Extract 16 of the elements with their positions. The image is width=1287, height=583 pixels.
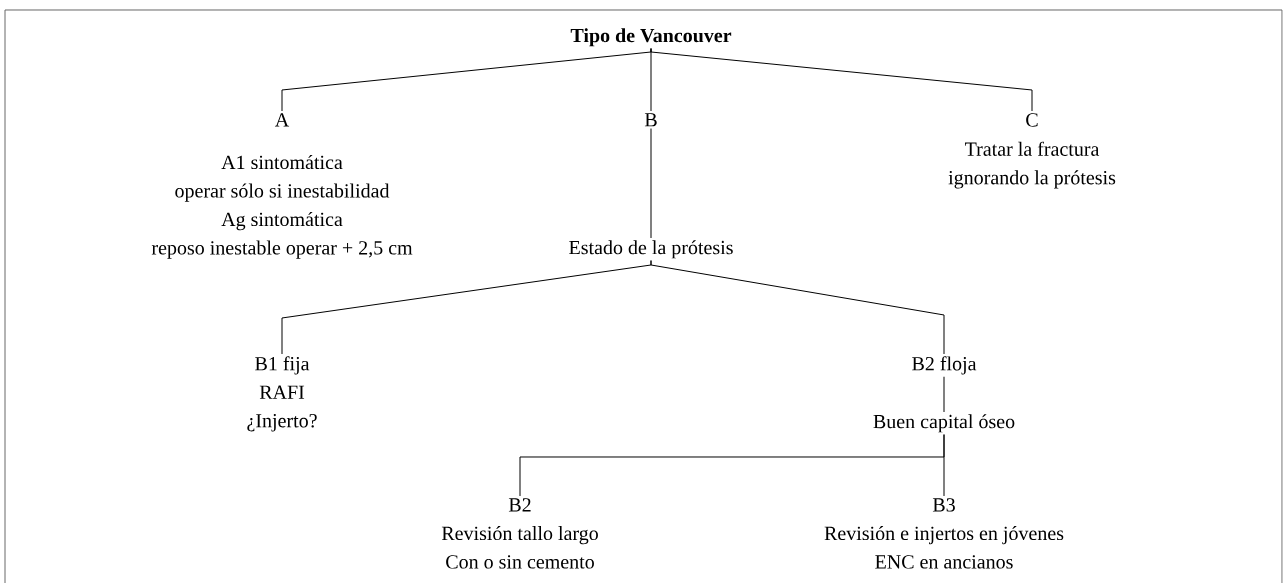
connector-line [281, 48, 652, 112]
tree-label: B1 fija RAFI ¿Injerto? [247, 356, 317, 432]
connector-line [650, 48, 1033, 112]
tree-label: B2 floja [912, 356, 977, 375]
tree-label: Buen capital óseo [873, 414, 1015, 433]
connector-line [650, 128, 652, 239]
connector-line [650, 260, 945, 355]
tree-label: Tipo de Vancouver [570, 28, 732, 47]
connector-line [943, 434, 945, 497]
tree-label: A A1 sintomática operar sólo si inestabilidad Ag sintomática reposo inestable operar + 2,5 cm [151, 113, 413, 259]
tree-label: B3 Revisión e injertos en jóvenes ENC en ancianos [824, 498, 1064, 569]
tree-label: B2 Revisión tallo largo Con o sin cemento [441, 498, 598, 569]
tree-label: Estado de la prótesis [569, 240, 733, 259]
connector-line [943, 376, 945, 413]
tree-label: B [644, 113, 657, 127]
tree-label: C Tratar la fractura ignorando la prótesis [948, 113, 1116, 189]
